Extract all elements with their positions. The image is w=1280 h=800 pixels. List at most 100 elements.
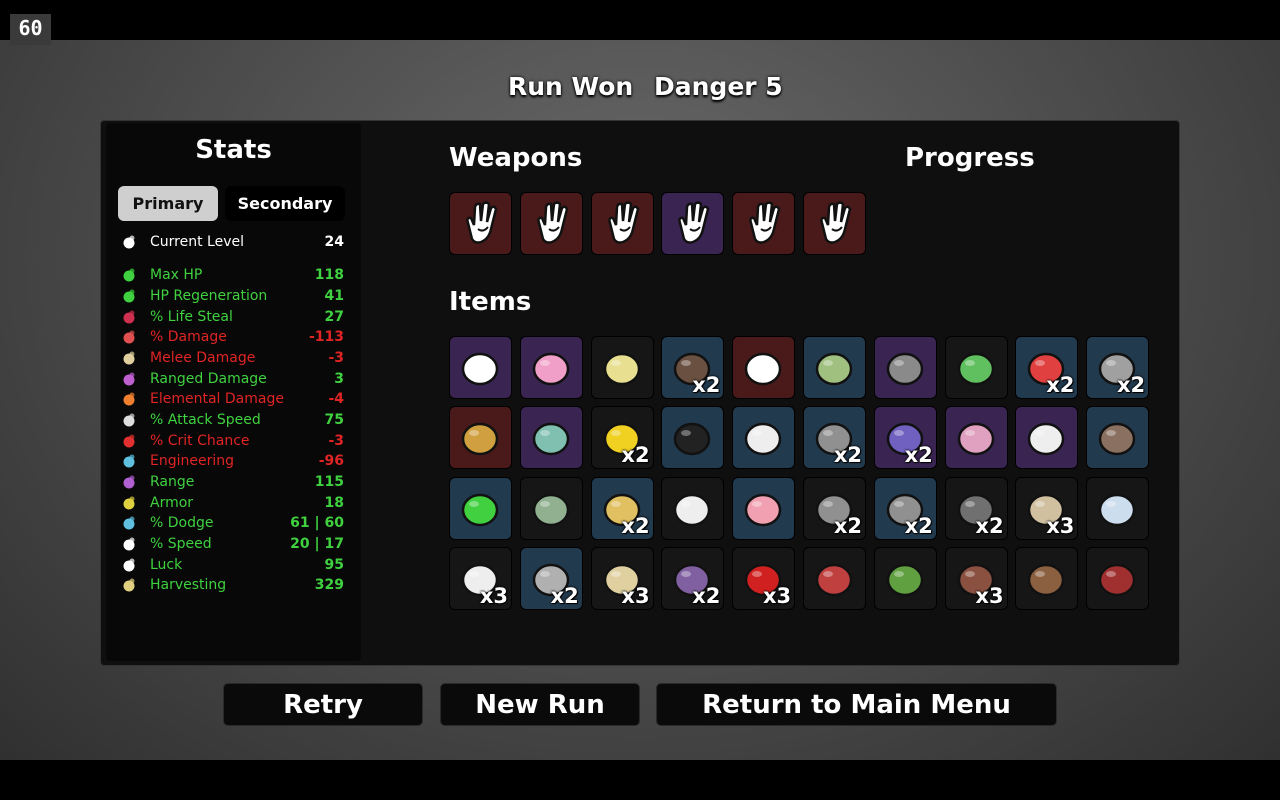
item-slot[interactable]: x2 (661, 547, 725, 610)
item-slot[interactable]: x2 (873, 406, 937, 469)
dice-icon (121, 557, 137, 573)
shield-icon (121, 495, 137, 511)
stat-row[interactable]: % Damage-113 (118, 327, 346, 347)
progress-title: Progress (905, 143, 1035, 173)
item-slot[interactable] (803, 547, 866, 610)
item-slot[interactable]: x2 (590, 406, 654, 469)
stat-label: % Speed (150, 536, 212, 552)
item-slot[interactable]: x3 (449, 547, 512, 610)
item-slot[interactable] (944, 406, 1008, 469)
stat-row[interactable]: Melee Damage-3 (118, 348, 346, 368)
item-slot[interactable]: x2 (590, 477, 654, 540)
item-slot[interactable] (732, 477, 796, 540)
item-slot[interactable]: x2 (1015, 336, 1079, 399)
sword-icon (121, 350, 137, 366)
item-quantity: x2 (621, 443, 650, 467)
weapon-slot[interactable] (449, 192, 512, 255)
item-quantity: x3 (975, 584, 1004, 608)
item-slot[interactable]: x2 (519, 547, 583, 610)
bow-icon (121, 371, 137, 387)
stat-value: 18 (324, 495, 344, 511)
stat-label: Luck (150, 557, 183, 573)
item-slot[interactable] (1086, 406, 1150, 469)
item-quantity: x2 (975, 514, 1004, 538)
item-slot[interactable] (873, 336, 937, 399)
range-icon (121, 474, 137, 490)
item-slot[interactable] (519, 477, 583, 540)
stat-row[interactable]: Harvesting 329 (118, 575, 346, 595)
item-slot[interactable]: x2 (803, 477, 866, 540)
main-menu-button[interactable]: Return to Main Menu (656, 683, 1057, 726)
item-slot[interactable] (519, 406, 583, 469)
item-slot[interactable] (1015, 547, 1079, 610)
level-icon (121, 234, 137, 250)
item-slot[interactable]: x3 (1015, 477, 1079, 540)
tab-primary[interactable]: Primary (118, 186, 218, 221)
item-slot[interactable] (732, 406, 796, 469)
stat-label: Harvesting (150, 577, 227, 593)
stat-label: Ranged Damage (150, 371, 267, 387)
item-slot[interactable] (449, 477, 512, 540)
item-slot[interactable]: x2 (661, 336, 725, 399)
item-quantity: x2 (833, 443, 862, 467)
stat-value: 329 (314, 577, 344, 593)
item-slot[interactable] (449, 336, 512, 399)
item-slot[interactable] (590, 336, 654, 399)
weapons-title: Weapons (449, 143, 583, 173)
lifesteal-icon (121, 309, 137, 325)
hourglass-icon (121, 412, 137, 428)
item-slot[interactable] (873, 547, 937, 610)
weapon-slot[interactable] (732, 192, 796, 255)
item-slot[interactable]: x2 (803, 406, 866, 469)
item-slot[interactable]: x2 (944, 477, 1008, 540)
stat-row[interactable]: Elemental Damage-4 (118, 389, 346, 409)
item-quantity: x2 (1046, 373, 1075, 397)
item-slot[interactable] (803, 336, 866, 399)
new-run-button[interactable]: New Run (440, 683, 640, 726)
item-quantity: x2 (1117, 373, 1146, 397)
item-slot[interactable]: x2 (873, 477, 937, 540)
item-slot[interactable]: x3 (732, 547, 796, 610)
item-slot[interactable] (661, 477, 725, 540)
item-slot[interactable] (1086, 477, 1150, 540)
tab-secondary[interactable]: Secondary (225, 186, 345, 221)
stat-label: % Dodge (150, 515, 214, 531)
item-slot[interactable] (449, 406, 512, 469)
weapon-slot[interactable] (803, 192, 866, 255)
item-slot[interactable]: x3 (590, 547, 654, 610)
item-slot[interactable] (661, 406, 725, 469)
stat-value: 41 (324, 288, 344, 304)
item-quantity: x2 (833, 514, 862, 538)
wheat-icon (121, 577, 137, 593)
item-slot[interactable] (944, 336, 1008, 399)
weapon-slot[interactable] (519, 192, 583, 255)
item-slot[interactable] (1015, 406, 1079, 469)
items-title: Items (449, 287, 532, 317)
stat-value: -4 (328, 391, 344, 407)
stat-row[interactable]: % Crit Chance-3 (118, 431, 346, 451)
item-slot[interactable] (732, 336, 796, 399)
retry-button[interactable]: Retry (223, 683, 423, 726)
item-slot[interactable] (1086, 547, 1150, 610)
stat-row[interactable]: Engineering-96 (118, 451, 346, 471)
item-slot[interactable]: x2 (1086, 336, 1150, 399)
stat-value: -3 (328, 350, 344, 366)
weapon-slot[interactable] (661, 192, 725, 255)
stat-value: 27 (324, 309, 344, 325)
stat-value: -96 (318, 453, 344, 469)
item-slot[interactable] (519, 336, 583, 399)
item-slot[interactable]: x3 (944, 547, 1008, 610)
weapon-slot[interactable] (590, 192, 654, 255)
